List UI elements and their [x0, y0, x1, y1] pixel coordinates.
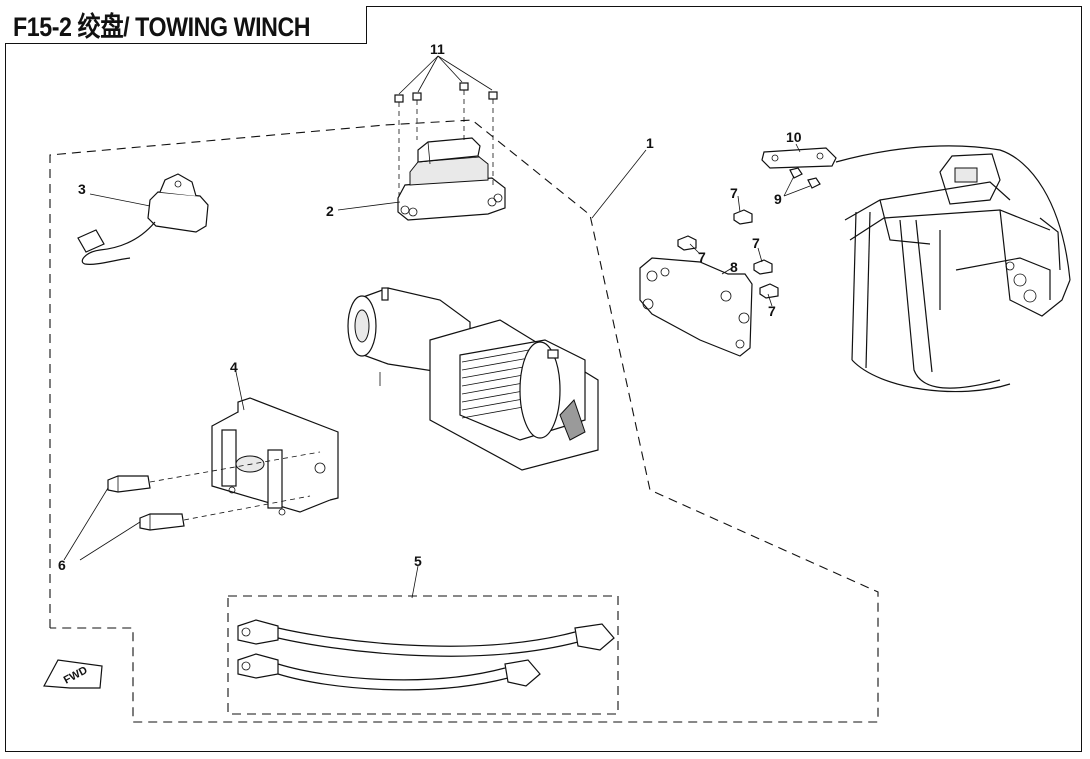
callout-4: 4	[230, 359, 238, 375]
bracket-part-10	[761, 147, 837, 169]
callout-7a: 7	[730, 185, 738, 201]
leader-lines	[63, 55, 811, 599]
switch-part-3	[77, 173, 209, 265]
cables-part-5	[237, 619, 615, 691]
callout-2: 2	[326, 203, 334, 219]
callouts: 1 2 3 4 5 6 7 7 7 7 8 9 10 11	[58, 41, 802, 573]
bolts-part-6	[107, 451, 321, 531]
callout-3: 3	[78, 181, 86, 197]
callout-10: 10	[786, 129, 802, 145]
screws-part-11	[394, 82, 498, 198]
page-title: F15-2 绞盘/ TOWING WINCH	[13, 12, 311, 42]
assembly-boundary	[49, 119, 879, 723]
nuts-part-9	[789, 167, 821, 189]
callout-9: 9	[774, 191, 782, 207]
callout-7b: 7	[698, 249, 706, 265]
callout-7c: 7	[752, 235, 760, 251]
cable-group-box	[227, 595, 619, 715]
roller-fairlead-part-4	[211, 397, 339, 516]
mounting-plate-part-8	[639, 257, 753, 357]
callout-7d: 7	[768, 303, 776, 319]
vehicle-frame	[835, 145, 1071, 393]
title-box: F15-2 绞盘/ TOWING WINCH	[5, 6, 367, 44]
callout-11: 11	[430, 41, 445, 57]
screws-part-7	[677, 209, 779, 299]
page-frame	[5, 6, 1082, 752]
callout-5: 5	[414, 553, 422, 569]
callout-1: 1	[646, 135, 654, 151]
callout-6: 6	[58, 557, 66, 573]
callout-8: 8	[730, 259, 738, 275]
relay-part-2	[397, 137, 506, 221]
winch-assembly	[347, 287, 599, 471]
fwd-arrow-icon: FWD	[43, 659, 103, 689]
